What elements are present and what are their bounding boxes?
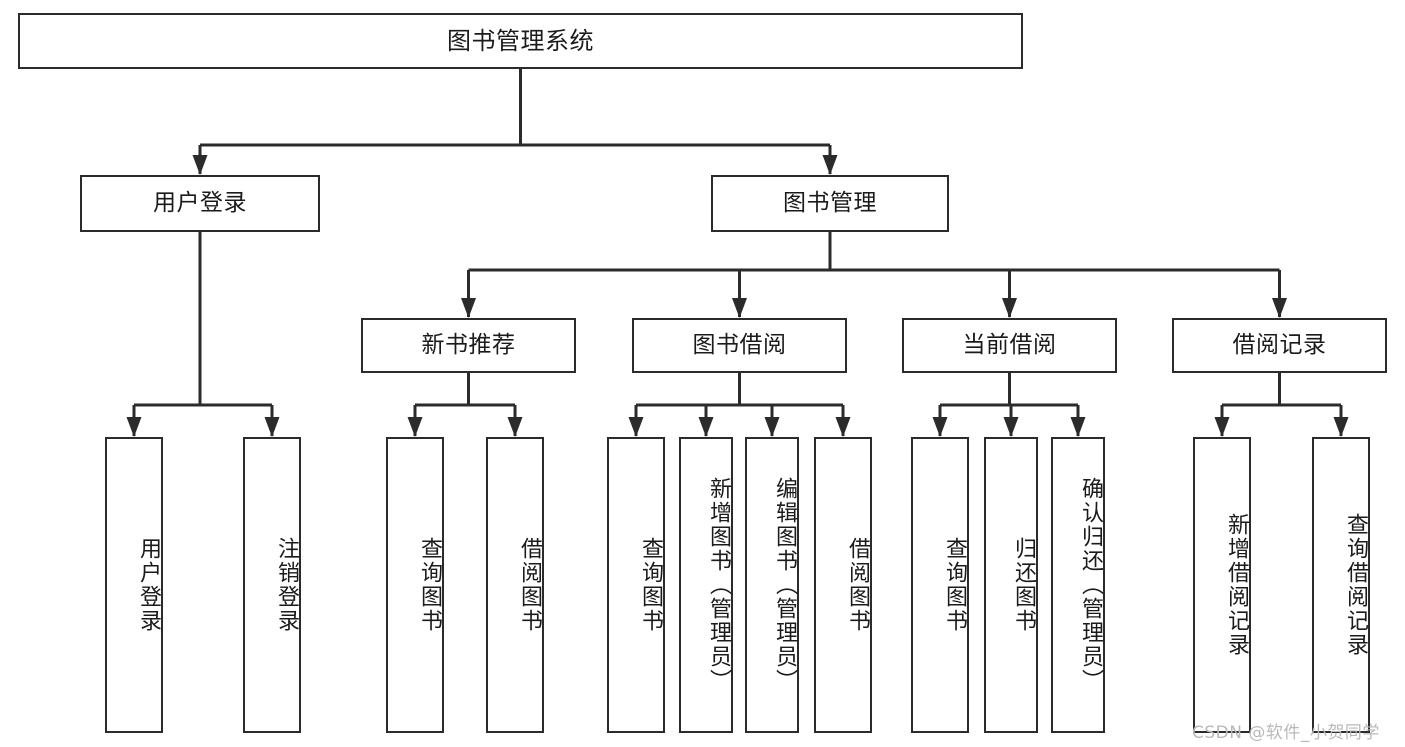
arrowhead [1070,417,1086,437]
node-root[interactable]: 图书管理系统 [18,13,1023,69]
arrowhead [698,417,714,437]
arrowhead [1003,417,1019,437]
arrowhead [1272,298,1287,318]
node-label-l_logout: 注销登录 [274,537,299,633]
arrowhead [1333,417,1349,437]
node-label-b_edit: 编辑图书（管理员） [772,477,797,693]
arrowhead [1214,417,1230,437]
arrowhead [764,417,780,437]
node-c_query[interactable]: 查询图书 [911,437,969,733]
arrowhead [732,298,747,318]
node-label-bookmgmt: 图书管理 [783,189,877,216]
node-label-current: 当前借阅 [962,331,1057,358]
node-l_logout[interactable]: 注销登录 [243,437,301,733]
arrowhead [407,417,423,437]
node-label-r_query: 查询借阅记录 [1343,513,1368,657]
arrowhead [822,155,838,175]
arrowhead [264,417,280,437]
node-label-root: 图书管理系统 [447,26,594,55]
node-label-login: 用户登录 [153,189,247,216]
node-newbook[interactable]: 新书推荐 [361,318,576,373]
node-label-b_add: 新增图书（管理员） [706,477,731,693]
node-b_add[interactable]: 新增图书（管理员） [679,437,733,733]
node-b_query[interactable]: 查询图书 [607,437,665,733]
arrowhead [192,155,208,175]
node-label-b_query: 查询图书 [638,537,663,633]
node-l_login[interactable]: 用户登录 [105,437,163,733]
arrowhead [507,417,523,437]
node-r_add[interactable]: 新增借阅记录 [1193,437,1251,733]
node-b_edit[interactable]: 编辑图书（管理员） [745,437,799,733]
node-label-l_login: 用户登录 [136,537,161,633]
node-label-records: 借阅记录 [1232,331,1327,358]
node-label-b_lend: 借阅图书 [845,537,870,633]
node-label-c_return: 归还图书 [1011,537,1036,633]
node-c_return[interactable]: 归还图书 [984,437,1038,733]
node-borrow[interactable]: 图书借阅 [632,318,847,373]
arrowhead [835,417,851,437]
node-label-newbook: 新书推荐 [421,331,516,358]
arrowhead [126,417,142,437]
node-label-borrow: 图书借阅 [692,331,787,358]
node-bookmgmt[interactable]: 图书管理 [711,175,949,232]
node-b_lend[interactable]: 借阅图书 [814,437,872,733]
node-records[interactable]: 借阅记录 [1172,318,1387,373]
node-r_query[interactable]: 查询借阅记录 [1312,437,1370,733]
node-n_query[interactable]: 查询图书 [386,437,444,733]
node-label-c_query: 查询图书 [942,537,967,633]
node-login[interactable]: 用户登录 [80,175,320,232]
node-n_borrow[interactable]: 借阅图书 [486,437,544,733]
node-c_confirm[interactable]: 确认归还（管理员） [1051,437,1105,733]
watermark-text: CSDN @软件_小贺同学 [1192,723,1380,743]
node-label-n_borrow: 借阅图书 [517,537,542,633]
arrowhead [461,298,476,318]
node-label-n_query: 查询图书 [417,537,442,633]
arrowhead [1002,298,1017,318]
node-current[interactable]: 当前借阅 [902,318,1117,373]
node-label-c_confirm: 确认归还（管理员） [1078,477,1103,693]
arrowhead [932,417,948,437]
arrowhead [628,417,644,437]
node-label-r_add: 新增借阅记录 [1224,513,1249,657]
